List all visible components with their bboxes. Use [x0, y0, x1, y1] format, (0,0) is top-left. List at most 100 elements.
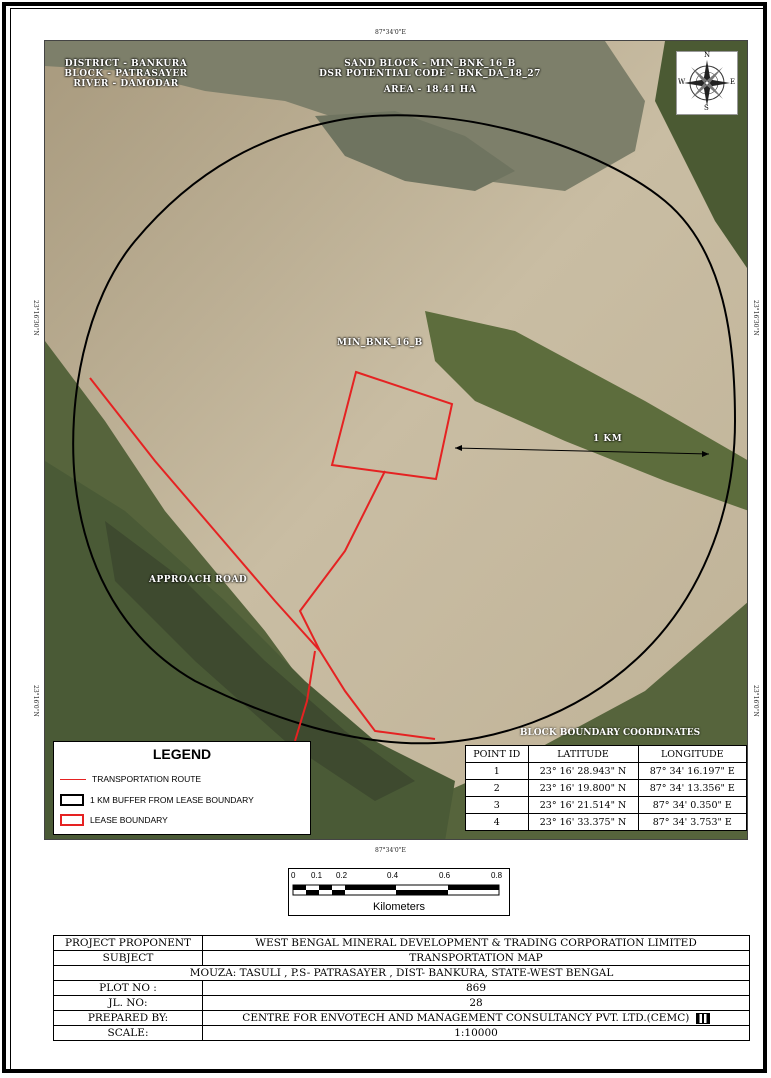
- buffer-distance-label: 1 KM: [593, 434, 623, 444]
- map-header-left: DISTRICT - BANKURA BLOCK - PATRASAYER RI…: [61, 59, 191, 89]
- scale-value: 1:10000: [202, 1025, 750, 1041]
- subject-value: TRANSPORTATION MAP: [202, 950, 750, 966]
- jl-label: JL. NO:: [53, 995, 203, 1011]
- point-id-cell: 4: [465, 813, 529, 831]
- table-row: PLOT NO : 869: [53, 980, 750, 996]
- prepared-value: CENTRE FOR ENVOTECH AND MANAGEMENT CONSU…: [242, 1012, 690, 1024]
- transport-route-main[interactable]: [89, 377, 436, 740]
- top-longitude-tick: 87°34'0"E: [375, 29, 406, 36]
- map-header-right: SAND BLOCK - MIN_BNK_16_B DSR POTENTIAL …: [315, 59, 545, 95]
- sand-block-label: SAND BLOCK - MIN_BNK_16_B: [344, 59, 516, 69]
- settlement-cluster: [105, 521, 415, 801]
- arrow-tail-icon: [455, 445, 462, 451]
- longitude-cell: 87° 34' 3.753" E: [637, 813, 747, 831]
- scale-tick-4: 0.6: [439, 871, 451, 880]
- table-row: SCALE: 1:10000: [53, 1025, 750, 1041]
- north-arrow: N S E W: [676, 51, 738, 115]
- map-canvas: [45, 41, 747, 839]
- plot-value: 869: [202, 980, 750, 996]
- river-water-channel: [315, 111, 515, 191]
- scale-tick-3: 0.4: [387, 871, 399, 880]
- table-row: SUBJECT TRANSPORTATION MAP: [53, 950, 750, 966]
- scale-tick-5: 0.8: [491, 871, 503, 880]
- table-row: 3 23° 16' 21.514" N 87° 34' 0.350" E: [465, 796, 747, 814]
- col-point-id: POINT ID: [465, 745, 529, 763]
- proponent-label: PROJECT PROPONENT: [53, 935, 203, 951]
- point-id-cell: 2: [465, 779, 529, 797]
- longitude-cell: 87° 34' 0.350" E: [637, 796, 747, 814]
- title-block-table: PROJECT PROPONENT WEST BENGAL MINERAL DE…: [53, 935, 750, 1041]
- legend-title: LEGEND: [152, 746, 212, 762]
- col-longitude: LONGITUDE: [637, 745, 747, 763]
- transport-route-link[interactable]: [298, 470, 386, 652]
- point-id-cell: 3: [465, 796, 529, 814]
- table-row: PREPARED BY: CENTRE FOR ENVOTECH AND MAN…: [53, 1010, 750, 1026]
- satellite-map[interactable]: DISTRICT - BANKURA BLOCK - PATRASAYER RI…: [44, 40, 748, 840]
- compass-e: E: [730, 78, 736, 86]
- map-sheet-border: [10, 8, 765, 1071]
- bottom-longitude-tick: 87°34'0"E: [375, 847, 406, 854]
- right-latitude-tick-1: 23°16'30"N: [752, 300, 759, 336]
- right-latitude-tick-2: 23°16'0"N: [752, 685, 759, 717]
- compass-rose-icon: [684, 60, 730, 106]
- scale-label: SCALE:: [53, 1025, 203, 1041]
- table-row: 1 23° 16' 28.943" N 87° 34' 16.197" E: [465, 762, 747, 780]
- prepared-label: PREPARED BY:: [53, 1010, 203, 1026]
- scale-bar: 0 0.1 0.2 0.4 0.6 0.8 Kilometers: [288, 868, 510, 916]
- coordinates-header-row: POINT ID LATITUDE LONGITUDE: [465, 745, 747, 763]
- compass-s: S: [704, 104, 709, 112]
- table-row: PROJECT PROPONENT WEST BENGAL MINERAL DE…: [53, 935, 750, 951]
- buffer-1km-boundary[interactable]: [72, 114, 737, 745]
- scale-unit-label: Kilometers: [373, 901, 425, 913]
- coordinates-table: POINT ID LATITUDE LONGITUDE 1 23° 16' 28…: [465, 745, 747, 831]
- compass-w: W: [678, 78, 686, 86]
- legend-item-lease: LEASE BOUNDARY: [60, 814, 168, 826]
- latitude-cell: 23° 16' 28.943" N: [527, 762, 639, 780]
- left-latitude-tick-2: 23°16'0"N: [32, 685, 39, 717]
- legend-box: LEGEND TRANSPORTATION ROUTE 1 KM BUFFER …: [53, 741, 311, 835]
- dsr-code-label: DSR POTENTIAL CODE - BNK_DA_18_27: [319, 69, 541, 79]
- table-row: JL. NO: 28: [53, 995, 750, 1011]
- longitude-cell: 87° 34' 13.356" E: [637, 779, 747, 797]
- area-label: AREA - 18.41 HA: [383, 85, 477, 95]
- coordinates-title: BLOCK BOUNDARY COORDINATES: [519, 728, 701, 738]
- latitude-cell: 23° 16' 33.375" N: [527, 813, 639, 831]
- scale-tick-0: 0: [291, 871, 296, 880]
- arrow-head-icon: [702, 451, 709, 457]
- legend-buffer-label: 1 KM BUFFER FROM LEASE BOUNDARY: [90, 795, 254, 805]
- scale-tick-1: 0.1: [311, 871, 323, 880]
- legend-lease-label: LEASE BOUNDARY: [90, 815, 168, 825]
- sand-block-map-label: MIN_BNK_16_B: [337, 338, 423, 348]
- cultivated-fields: [425, 311, 747, 511]
- latitude-cell: 23° 16' 19.800" N: [527, 779, 639, 797]
- legend-item-route: TRANSPORTATION ROUTE: [60, 774, 201, 784]
- jl-value: 28: [202, 995, 750, 1011]
- table-row: MOUZA: TASULI , P.S- PATRASAYER , DIST- …: [53, 965, 750, 981]
- buffer-distance-arrow: [454, 447, 710, 455]
- route-line-icon: [60, 778, 86, 780]
- table-row: 4 23° 16' 33.375" N 87° 34' 3.753" E: [465, 813, 747, 831]
- district-label: DISTRICT - BANKURA: [64, 59, 188, 69]
- compass-n: N: [704, 51, 711, 59]
- block-label: BLOCK - PATRASAYER: [64, 69, 188, 79]
- lease-boundary-polygon[interactable]: [330, 370, 454, 481]
- lease-box-icon: [60, 814, 84, 826]
- scale-bar-graphic: [292, 884, 500, 896]
- legend-item-buffer: 1 KM BUFFER FROM LEASE BOUNDARY: [60, 794, 254, 806]
- legend-route-label: TRANSPORTATION ROUTE: [92, 774, 202, 784]
- latitude-cell: 23° 16' 21.514" N: [527, 796, 639, 814]
- riverbed-sand: [45, 41, 747, 801]
- river-label: RIVER - DAMODAR: [73, 79, 179, 89]
- transport-route-spur[interactable]: [294, 650, 316, 742]
- longitude-cell: 87° 34' 16.197" E: [637, 762, 747, 780]
- scale-tick-2: 0.2: [336, 871, 348, 880]
- approach-road-label: APPROACH ROAD: [149, 575, 248, 585]
- subject-label: SUBJECT: [53, 950, 203, 966]
- prepared-cell: CENTRE FOR ENVOTECH AND MANAGEMENT CONSU…: [202, 1010, 750, 1026]
- buffer-box-icon: [60, 794, 84, 806]
- plot-label: PLOT NO :: [53, 980, 203, 996]
- company-logo-icon: [695, 1012, 710, 1024]
- proponent-value: WEST BENGAL MINERAL DEVELOPMENT & TRADIN…: [202, 935, 750, 951]
- col-latitude: LATITUDE: [527, 745, 639, 763]
